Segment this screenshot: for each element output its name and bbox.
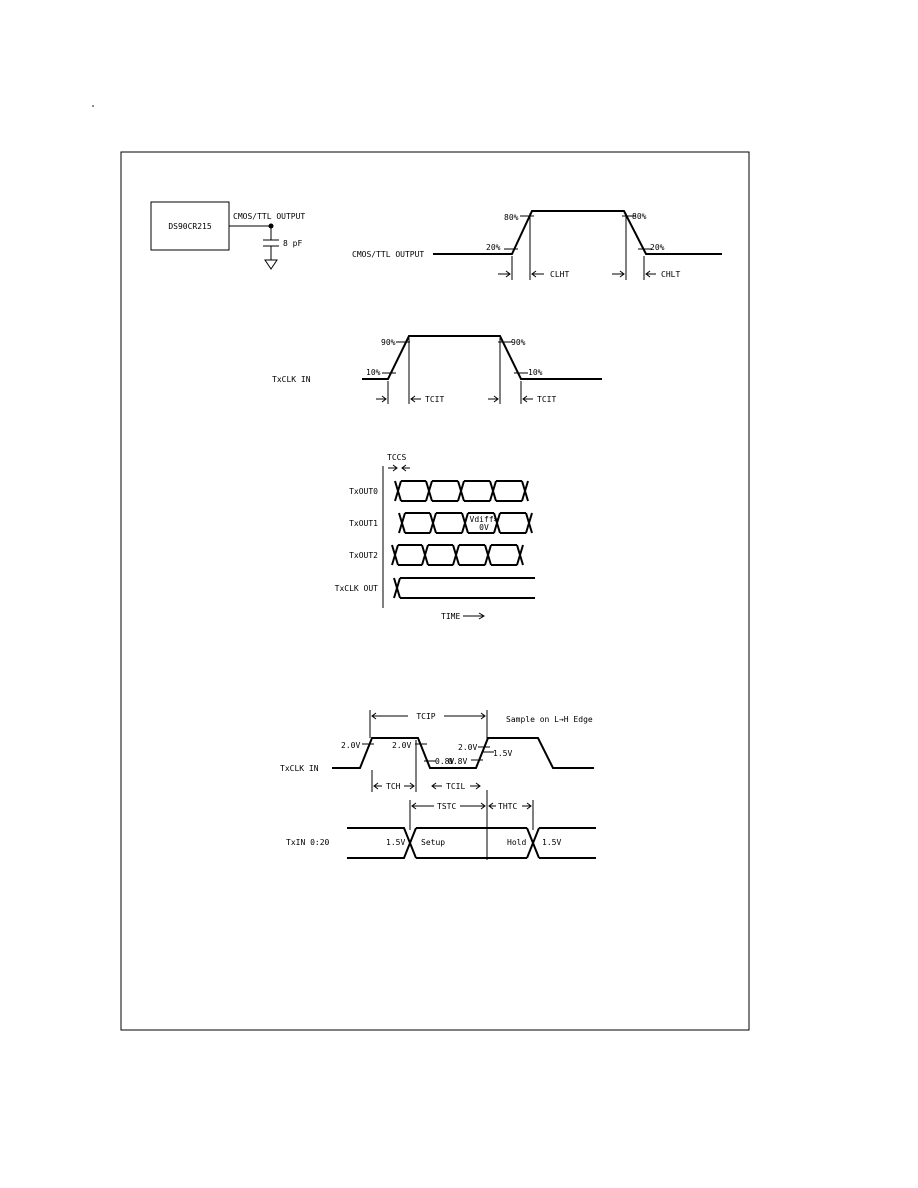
fig1-t-rise: CLHT: [550, 270, 569, 279]
figure-1-waveform: CMOS/TTL OUTPUT 80% 20% 80% 20% CLHT CHL…: [352, 210, 722, 280]
fig4-arrowhead: [373, 782, 379, 790]
fig4-arrowhead: [475, 782, 481, 790]
fig2-pct-lo-right: 10%: [528, 368, 543, 377]
figure-2-clock-transition: TxCLK IN 90% 10% 90% 10% TCIT TCIT: [272, 335, 602, 404]
figure-4-setup-hold: TCIP Sample on L→H Edge TxCLK IN 2.0V 2.…: [280, 710, 596, 860]
fig2-pct-hi-left: 90%: [381, 338, 396, 347]
fig4-data-bus: [347, 827, 596, 859]
fig1-pct-hi-right: 80%: [632, 212, 647, 221]
fig4-v-mid-2: 1.5V: [386, 838, 405, 847]
fig1-waveform: [433, 210, 722, 255]
fig1-pct-lo-left: 20%: [486, 243, 501, 252]
fig3-line-label-0: TxOUT0: [349, 487, 378, 496]
fig2-t-fall: TCIT: [537, 395, 556, 404]
fig4-edge-note: Sample on L→H Edge: [506, 715, 593, 724]
device-box-label: DS90CR215: [168, 222, 212, 231]
fig2-t-rise: TCIT: [425, 395, 444, 404]
fig3-bus-txout1: [398, 512, 533, 534]
fig4-clk-label: TxCLK IN: [280, 764, 319, 773]
fig3-skew-label: TCCS: [387, 453, 406, 462]
fig3-time-label: TIME: [441, 612, 460, 621]
fig3-arrowhead: [478, 612, 485, 620]
fig3-cross-label-1: Vdiff=: [470, 515, 499, 524]
fig1-pct-lo-right: 20%: [650, 243, 665, 252]
fig3-line-label-3: TxCLK OUT: [335, 584, 379, 593]
fig4-setup-word: Setup: [421, 838, 445, 847]
fig1-signal-label: CMOS/TTL OUTPUT: [352, 250, 424, 259]
fig1-arrowhead: [505, 270, 511, 278]
fig4-v-lo-1: 0.8V: [435, 757, 454, 766]
fig3-line-label-2: TxOUT2: [349, 551, 378, 560]
fig4-data-label: TxIN 0:20: [286, 838, 330, 847]
fig4-setup-time: TSTC: [437, 802, 456, 811]
ground-icon: [264, 259, 278, 270]
fig3-line-label-1: TxOUT1: [349, 519, 378, 528]
fig4-v-mid-3: 1.5V: [542, 838, 561, 847]
fig4-v-mid-1: 1.5V: [493, 749, 512, 758]
fig4-t-high: TCH: [386, 782, 401, 791]
fig1-t-fall: CHLT: [661, 270, 680, 279]
fig4-clk-waveform: [332, 737, 594, 769]
fig4-hold-time: THTC: [498, 802, 517, 811]
fig1-pct-hi-left: 80%: [504, 213, 519, 222]
fig2-arrowhead: [381, 395, 387, 403]
fig3-bus-txout0: [394, 480, 529, 502]
fig4-v-lo-2: 0.8V: [448, 757, 467, 766]
fig4-hold-word: Hold: [507, 838, 526, 847]
output-label: CMOS/TTL OUTPUT: [233, 212, 305, 221]
fig4-t-low: TCIL: [446, 782, 465, 791]
fig2-pct-lo-left: 10%: [366, 368, 381, 377]
fig1-arrowhead: [619, 270, 625, 278]
fig2-arrowhead: [493, 395, 499, 403]
fig3-arrowhead: [392, 464, 398, 472]
fig4-arrowhead: [526, 802, 532, 810]
fig4-v-hi-3: 2.0V: [458, 743, 477, 752]
fig4-arrowhead: [480, 802, 486, 810]
fig4-arrowhead: [411, 802, 417, 810]
fig3-bus-txclk-out: [393, 577, 535, 599]
fig4-arrowhead: [488, 802, 494, 810]
figure-3-channel-skew: TCCS TxOUT0 TxOUT1 TxOUT2 TxCLK OUT Vdif…: [335, 453, 535, 621]
fig3-bus-txout2: [391, 544, 524, 566]
fig2-pct-hi-right: 90%: [511, 338, 526, 347]
fig2-signal-label: TxCLK IN: [272, 375, 311, 384]
fig4-v-hi-2: 2.0V: [392, 741, 411, 750]
fig2-waveform: [362, 335, 602, 380]
cap-label: 8 pF: [283, 239, 302, 248]
fig4-v-hi-1: 2.0V: [341, 741, 360, 750]
figure-1-output-load: DS90CR215 CMOS/TTL OUTPUT 8 pF: [150, 201, 305, 270]
fig3-cross-label-2: 0V: [479, 523, 489, 532]
fig4-arrowhead: [480, 712, 486, 720]
page-dot: [92, 105, 94, 107]
fig4-arrowhead: [409, 782, 415, 790]
fig4-arrowhead: [371, 712, 377, 720]
figure-frame: [120, 151, 750, 1031]
fig4-period-label: TCIP: [416, 712, 435, 721]
